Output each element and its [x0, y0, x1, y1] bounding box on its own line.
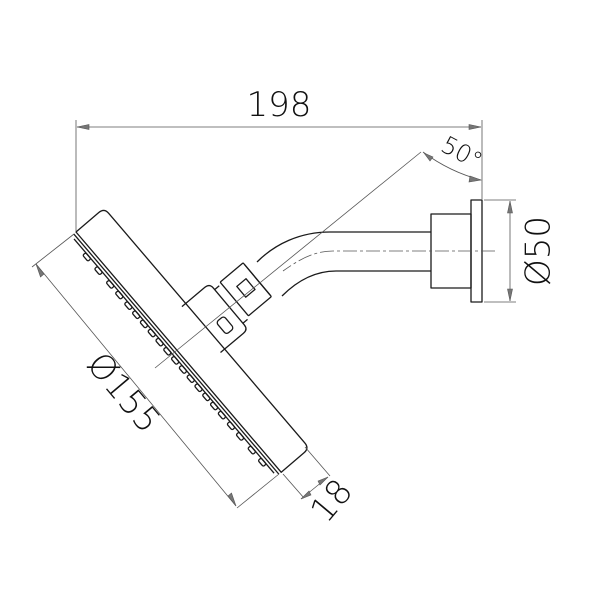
swivel-joint [219, 262, 272, 317]
dimension-label-diameter-155: Ø155 [79, 345, 169, 441]
shower-arm [256, 231, 495, 297]
dimension-label-50-degrees: 50° [436, 131, 487, 176]
dimension-label-thickness-18: 18 [303, 472, 361, 531]
shower-head [73, 209, 308, 475]
dimension-thickness-18: 18 [282, 446, 361, 531]
dimension-diameter-155: Ø155 [31, 233, 280, 509]
head-axis-line [154, 151, 422, 369]
dimension-50-degrees: 50° [422, 131, 487, 183]
dimension-diameter-50: Ø50 [484, 199, 559, 303]
head-hub [181, 284, 248, 354]
nozzle-row [82, 252, 267, 467]
dimension-label-198: 198 [247, 85, 312, 125]
dimension-198: 198 [75, 85, 483, 231]
dimension-label-diameter-50: Ø50 [519, 216, 559, 286]
